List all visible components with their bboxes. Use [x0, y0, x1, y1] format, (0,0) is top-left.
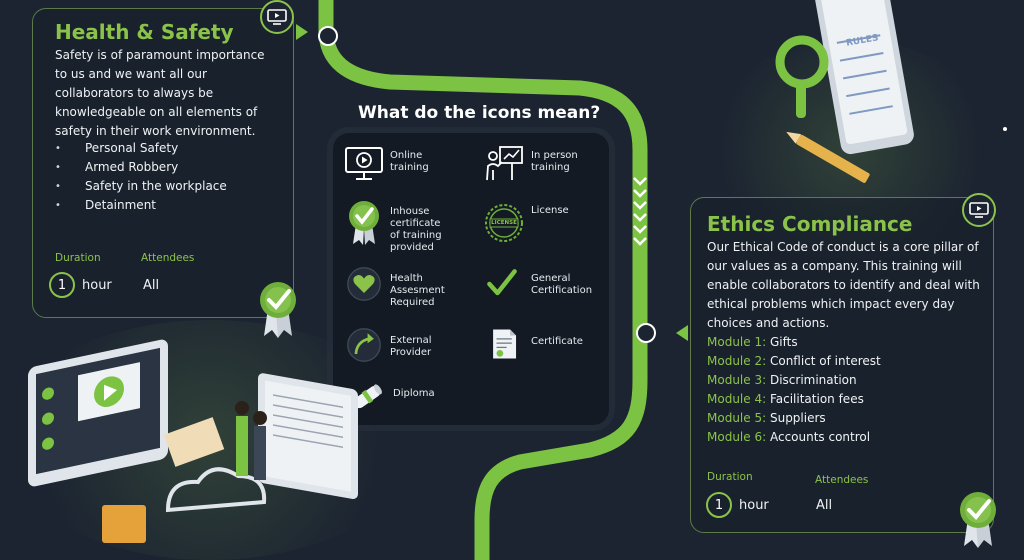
attendees-label: Attendees: [141, 252, 195, 264]
list-item: Personal Safety: [55, 139, 285, 158]
legend-label-in-person-training: In person training: [531, 150, 578, 173]
list-item: Safety in the workplace: [55, 177, 285, 196]
rules-phone-illustration: [775, 0, 914, 183]
health-safety-title: Health & Safety: [55, 20, 234, 44]
list-item: Module 5: Suppliers: [707, 411, 826, 425]
ethics-description: Our Ethical Code of conduct is a core pi…: [707, 240, 980, 330]
ethics-modules: Module 1: Gifts Module 2: Conflict of in…: [707, 333, 987, 447]
heart-icon: [347, 267, 381, 301]
award-ribbon-icon: [349, 201, 379, 245]
license-seal-text: LICENSE: [491, 220, 517, 226]
attendees-value: All: [143, 278, 160, 293]
duration-label: Duration: [707, 471, 753, 483]
monitor-play-icon: [969, 202, 989, 218]
attendees-value: All: [816, 498, 833, 513]
legend-label-external-provider: External Provider: [390, 335, 432, 358]
license-stamp-icon: [485, 204, 523, 242]
ethics-title: Ethics Compliance: [707, 212, 913, 236]
list-item: Armed Robbery: [55, 158, 285, 177]
legend-title: What do the icons mean?: [358, 103, 601, 123]
list-item: Module 2: Conflict of interest: [707, 354, 881, 368]
legend-label-general-certification: General Certification: [531, 273, 593, 296]
presenter-icon: [486, 146, 523, 181]
list-item: Module 6: Accounts control: [707, 430, 871, 444]
duration-value: 1: [49, 272, 75, 298]
list-item: Module 1: Gifts: [707, 335, 798, 349]
legend-label-health-assessment: Health Assesment Required: [390, 273, 445, 308]
diploma-scroll-icon: [353, 384, 382, 409]
list-item: Module 4: Facilitation fees: [707, 392, 864, 406]
duration-unit: hour: [82, 278, 112, 293]
legend-label-license: License: [531, 205, 569, 216]
duration-value: 1: [706, 492, 732, 518]
monitor-play-icon: [345, 147, 383, 180]
external-arrow-icon: [347, 328, 381, 362]
health-safety-topics: Personal Safety Armed Robbery Safety in …: [55, 139, 285, 215]
ethics-card: [690, 197, 994, 533]
list-item: Module 3: Discrimination: [707, 373, 857, 387]
monitor-play-icon: [267, 9, 287, 25]
health-safety-description: Safety is of paramount importance to us …: [55, 48, 265, 138]
checkmark-icon: [487, 269, 517, 296]
duration-label: Duration: [55, 252, 101, 264]
list-item: Detainment: [55, 196, 285, 215]
training-devices-illustration: [28, 339, 358, 543]
online-training-badge: [962, 193, 996, 227]
timeline-node-top: [318, 26, 338, 46]
legend-label-online-training: Online training: [390, 150, 429, 173]
award-ribbon-icon: [260, 282, 296, 338]
attendees-label: Attendees: [815, 474, 869, 486]
sparkle-icon: [1003, 127, 1007, 131]
legend-label-inhouse-certificate: Inhouse certificate of training provided: [390, 206, 442, 253]
certificate-document-icon: [493, 329, 517, 359]
timeline-node-middle: [636, 323, 656, 343]
online-training-badge: [260, 0, 294, 34]
duration-unit: hour: [739, 498, 769, 513]
award-ribbon-icon: [960, 492, 996, 548]
legend-label-certificate: Certificate: [531, 336, 583, 347]
legend-label-diploma: Diploma: [393, 388, 435, 399]
